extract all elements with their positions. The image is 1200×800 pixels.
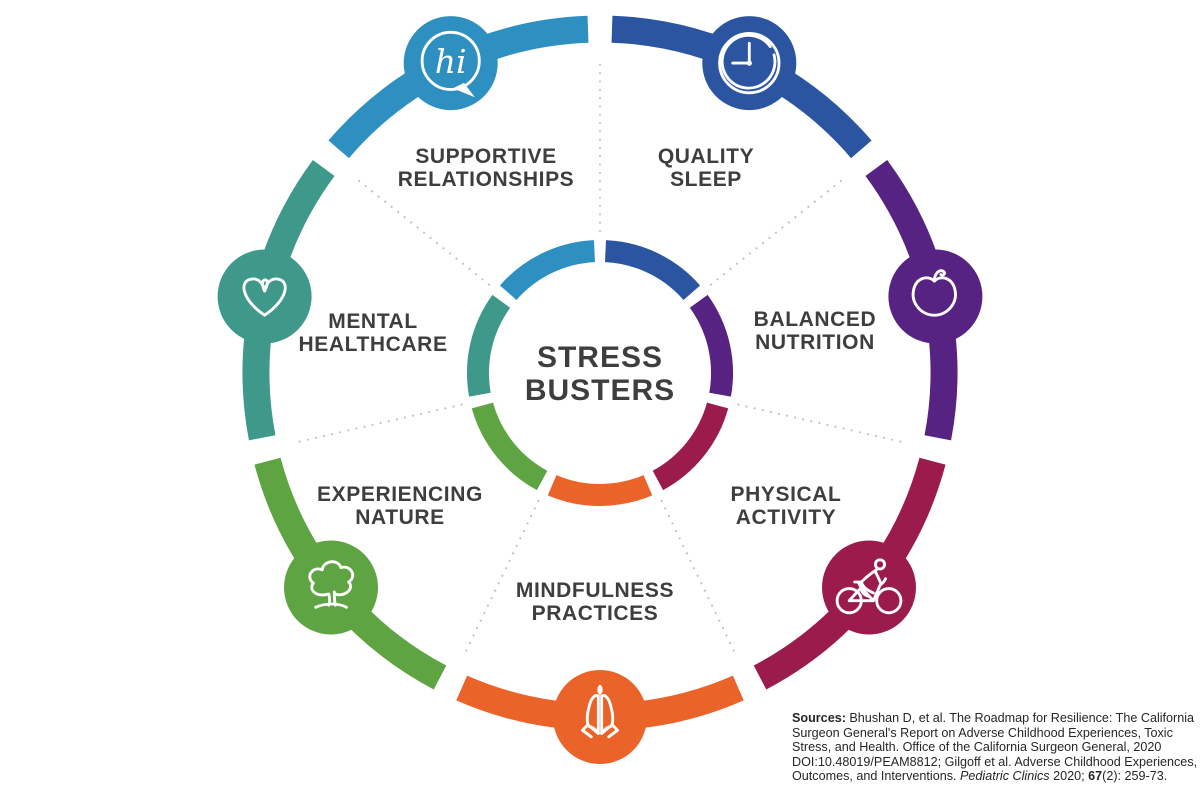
experiencing-nature-inner-arc bbox=[471, 402, 548, 491]
praying-hands-icon bbox=[580, 684, 620, 739]
divider-dotted-line bbox=[737, 403, 906, 444]
label-line: PRACTICES bbox=[531, 602, 659, 625]
mindfulness-practices-icon-badge bbox=[553, 670, 647, 764]
tree-icon bbox=[308, 560, 355, 609]
sources-line: Outcomes, and Interventions. Pediatric C… bbox=[792, 769, 1168, 784]
divider-dotted-line bbox=[463, 499, 540, 656]
wheel-title-line1: STRESS bbox=[536, 341, 664, 374]
label-line: SUPPORTIVE bbox=[415, 145, 557, 168]
cyclist-icon bbox=[835, 558, 903, 615]
label-line: MENTAL bbox=[328, 310, 418, 333]
speech-bubble-hi-icon: hi bbox=[420, 30, 481, 98]
divider-dotted-line bbox=[660, 499, 737, 656]
supportive-relationships-inner-arc bbox=[499, 240, 596, 301]
experiencing-nature-icon-badge bbox=[284, 540, 378, 635]
mental-healthcare-icon-badge bbox=[217, 249, 312, 344]
apple-icon bbox=[911, 269, 957, 317]
sources-line: Stress, and Health. Office of the Califo… bbox=[792, 740, 1162, 755]
divider-dotted-line bbox=[294, 403, 463, 444]
label-line: QUALITY bbox=[657, 145, 755, 168]
supportive-relationships-icon-badge bbox=[403, 16, 498, 111]
quality-sleep-inner-arc bbox=[604, 240, 701, 301]
svg-text:hi: hi bbox=[435, 42, 467, 81]
label-line: EXPERIENCING bbox=[317, 483, 483, 506]
wheel-center-title: STRESS BUSTERS bbox=[525, 341, 675, 407]
mindfulness-practices-inner-arc bbox=[547, 474, 653, 506]
sources-line: DOI:10.48019/PEAM8812; Gilgoff et al. Ad… bbox=[792, 754, 1198, 769]
label-line: RELATIONSHIPS bbox=[397, 168, 575, 191]
mental-healthcare-inner-arc bbox=[467, 294, 511, 397]
label-line: PHYSICAL bbox=[730, 483, 842, 506]
balanced-nutrition-inner-arc bbox=[689, 294, 733, 397]
sources-line: Sources: Bhushan D, et al. The Roadmap f… bbox=[792, 711, 1195, 725]
sources-line: Surgeon General's Report on Adverse Chil… bbox=[792, 725, 1173, 740]
sources-note: Sources: Bhushan D, et al. The Roadmap f… bbox=[792, 711, 1197, 784]
divider-dotted-line bbox=[709, 177, 845, 286]
label-line: MINDFULNESS bbox=[515, 579, 675, 602]
physical-activity-inner-arc bbox=[652, 402, 729, 491]
label-line: BALANCED bbox=[753, 308, 877, 331]
label-line: NATURE bbox=[355, 506, 445, 529]
physical-activity-icon-badge bbox=[822, 540, 916, 635]
label-line: HEALTHCARE bbox=[298, 333, 448, 356]
label-line: NUTRITION bbox=[755, 331, 875, 354]
wheel-title-line2: BUSTERS bbox=[524, 374, 676, 407]
heart-icon bbox=[242, 277, 287, 317]
divider-dotted-line bbox=[355, 177, 491, 286]
label-line: ACTIVITY bbox=[735, 506, 837, 529]
label-line: SLEEP bbox=[670, 168, 742, 191]
balanced-nutrition-icon-badge bbox=[888, 249, 983, 344]
clock-icon bbox=[718, 31, 781, 95]
